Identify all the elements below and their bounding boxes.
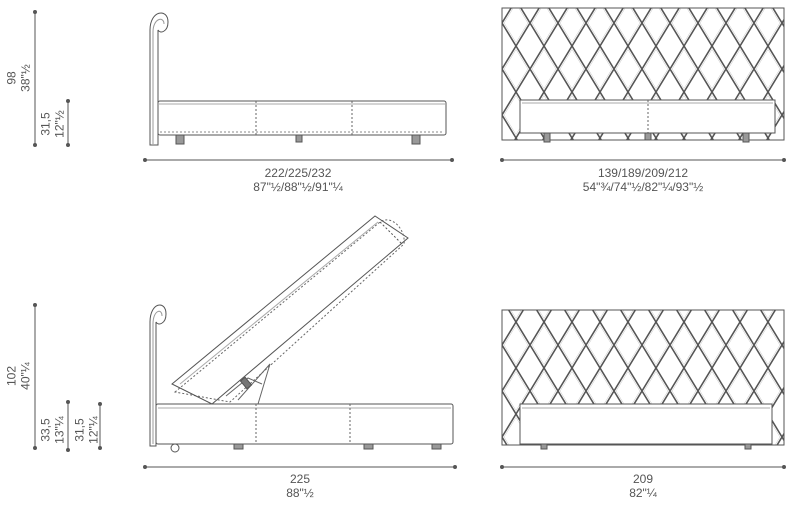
frame-height-cm-bed-a: 31,5	[38, 112, 53, 136]
length-cm-bed-b: 225	[289, 472, 311, 486]
width-cm-bed-a: 139/189/209/212	[597, 166, 689, 180]
length-inch-bed-b: 88"½	[286, 486, 314, 500]
dimension-height-bed-a	[33, 10, 70, 147]
width-cm-bed-b: 209	[632, 472, 654, 486]
length-cm-bed-a: 222/225/232	[264, 166, 332, 180]
height-cm-bed-a: 98	[4, 71, 19, 85]
bed-frame-side	[157, 100, 447, 136]
side-view-bed-b	[149, 215, 454, 453]
dimension-length-bed-a	[143, 158, 454, 162]
dimension-length-bed-b	[143, 465, 457, 469]
front-view-bed-a	[501, 7, 785, 143]
dimension-height-bed-b	[33, 303, 102, 452]
height-inch-bed-a: 38"½	[18, 64, 33, 92]
height-inch-bed-b: 40"¼	[18, 362, 33, 390]
dimension-width-bed-b	[500, 465, 786, 469]
bed-frame-side-b	[155, 403, 454, 445]
frame-height-cm-bed-b: 31,5	[72, 418, 87, 442]
width-inch-bed-b: 82"¼	[629, 486, 657, 500]
side-view-bed-a	[149, 12, 447, 146]
frame-height-inch-bed-a: 12"½	[52, 110, 67, 138]
headboard-side	[149, 12, 169, 146]
lifted-platform	[171, 215, 409, 405]
length-inch-bed-a: 87"½/88"½/91"¼	[253, 180, 343, 194]
storage-height-inch-bed-b: 13"¼	[52, 416, 67, 444]
height-cm-bed-b: 102	[4, 365, 19, 387]
frame-height-inch-bed-b: 12"¼	[86, 416, 101, 444]
headboard-side-b	[149, 304, 167, 447]
front-view-bed-b	[501, 309, 785, 450]
width-inch-bed-a: 54"¾/74"½/82"¼/93"½	[582, 180, 704, 194]
storage-height-cm-bed-b: 33,5	[38, 418, 53, 442]
dimension-width-bed-a	[500, 158, 786, 162]
